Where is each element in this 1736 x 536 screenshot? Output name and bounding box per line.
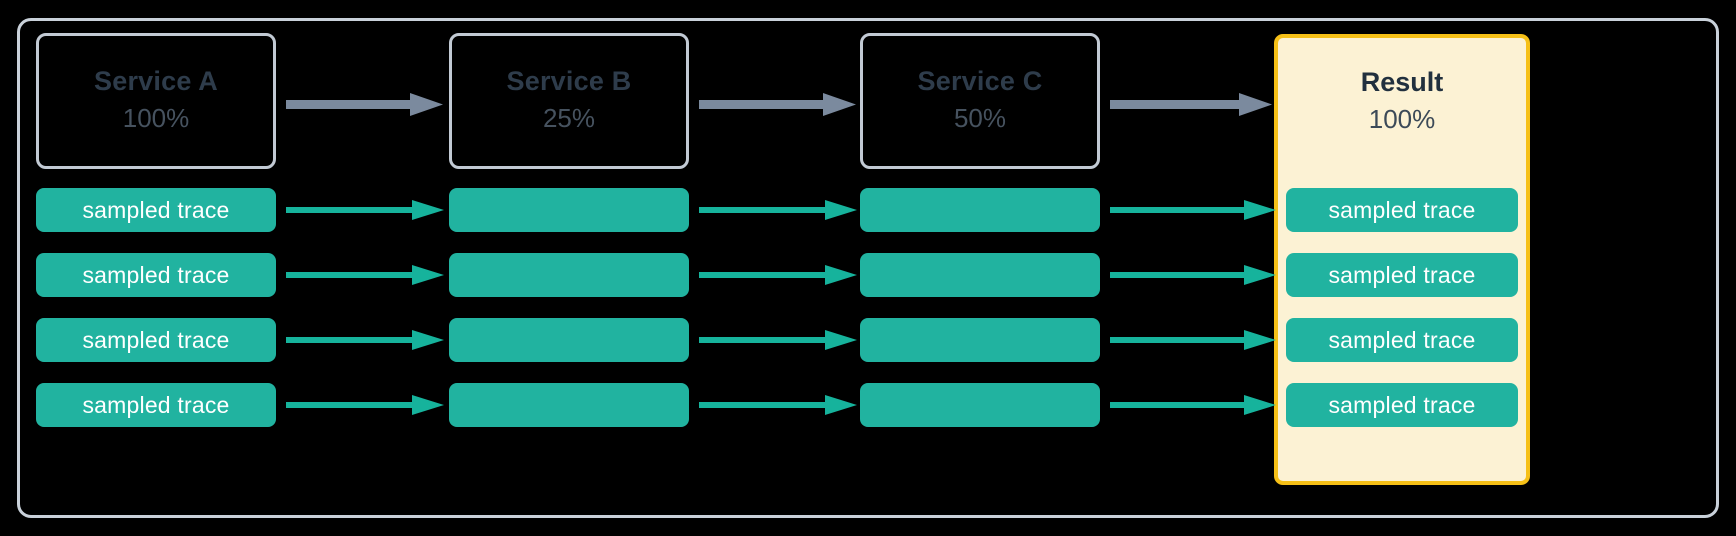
trace-bar-service-b-row-3[interactable] <box>449 318 689 362</box>
result-title: Result <box>1360 67 1444 97</box>
trace-bar-service-a-row-4[interactable]: sampled trace <box>36 383 276 427</box>
trace-bar-service-c-row-3[interactable] <box>860 318 1100 362</box>
trace-bar-service-a-row-3[interactable]: sampled trace <box>36 318 276 362</box>
trace-bar-label: sampled trace <box>1328 261 1476 288</box>
trace-flow-arrow-b-to-c-row-2 <box>699 265 857 285</box>
trace-bar-result-row-4[interactable]: sampled trace <box>1286 383 1518 427</box>
service-flow-arrow-c-to-result <box>1110 93 1272 116</box>
service-flow-arrow-b-to-c <box>699 93 856 116</box>
trace-bar-service-b-row-2[interactable] <box>449 253 689 297</box>
trace-bar-service-b-row-1[interactable] <box>449 188 689 232</box>
trace-flow-arrow-a-to-b-row-2 <box>286 265 444 285</box>
trace-flow-arrow-a-to-b-row-4 <box>286 395 444 415</box>
diagram-frame <box>17 18 1719 518</box>
trace-flow-arrow-a-to-b-row-3 <box>286 330 444 350</box>
trace-bar-label: sampled trace <box>82 391 230 418</box>
trace-flow-arrow-a-to-b-row-1 <box>286 200 444 220</box>
trace-flow-arrow-c-to-result-row-2 <box>1110 265 1276 285</box>
trace-flow-arrow-c-to-result-row-4 <box>1110 395 1276 415</box>
trace-bar-label: sampled trace <box>82 261 230 288</box>
service-a-percent: 100% <box>122 102 190 133</box>
trace-bar-service-c-row-2[interactable] <box>860 253 1100 297</box>
trace-bar-label: sampled trace <box>82 196 230 223</box>
result-percent: 100% <box>1368 104 1436 135</box>
result-header: Result 100% <box>1278 66 1526 137</box>
trace-bar-service-c-row-1[interactable] <box>860 188 1100 232</box>
service-box-service-b[interactable]: Service B 25% <box>449 33 689 169</box>
service-c-percent: 50% <box>953 102 1007 133</box>
trace-bar-service-c-row-4[interactable] <box>860 383 1100 427</box>
service-b-title: Service B <box>506 65 632 96</box>
trace-bar-service-a-row-2[interactable]: sampled trace <box>36 253 276 297</box>
service-flow-arrow-a-to-b <box>286 93 443 116</box>
trace-bar-label: sampled trace <box>82 326 230 353</box>
trace-bar-result-row-3[interactable]: sampled trace <box>1286 318 1518 362</box>
trace-bar-result-row-1[interactable]: sampled trace <box>1286 188 1518 232</box>
trace-bar-label: sampled trace <box>1328 326 1476 353</box>
trace-flow-arrow-c-to-result-row-3 <box>1110 330 1276 350</box>
trace-flow-arrow-b-to-c-row-4 <box>699 395 857 415</box>
trace-bar-result-row-2[interactable]: sampled trace <box>1286 253 1518 297</box>
service-box-service-c[interactable]: Service C 50% <box>860 33 1100 169</box>
trace-flow-arrow-c-to-result-row-1 <box>1110 200 1276 220</box>
trace-flow-arrow-b-to-c-row-3 <box>699 330 857 350</box>
service-a-title: Service A <box>94 65 218 96</box>
service-c-title: Service C <box>917 65 1043 96</box>
trace-bar-label: sampled trace <box>1328 391 1476 418</box>
service-box-service-a[interactable]: Service A 100% <box>36 33 276 169</box>
trace-bar-service-b-row-4[interactable] <box>449 383 689 427</box>
trace-bar-label: sampled trace <box>1328 196 1476 223</box>
service-b-percent: 25% <box>542 102 596 133</box>
trace-bar-service-a-row-1[interactable]: sampled trace <box>36 188 276 232</box>
trace-flow-arrow-b-to-c-row-1 <box>699 200 857 220</box>
